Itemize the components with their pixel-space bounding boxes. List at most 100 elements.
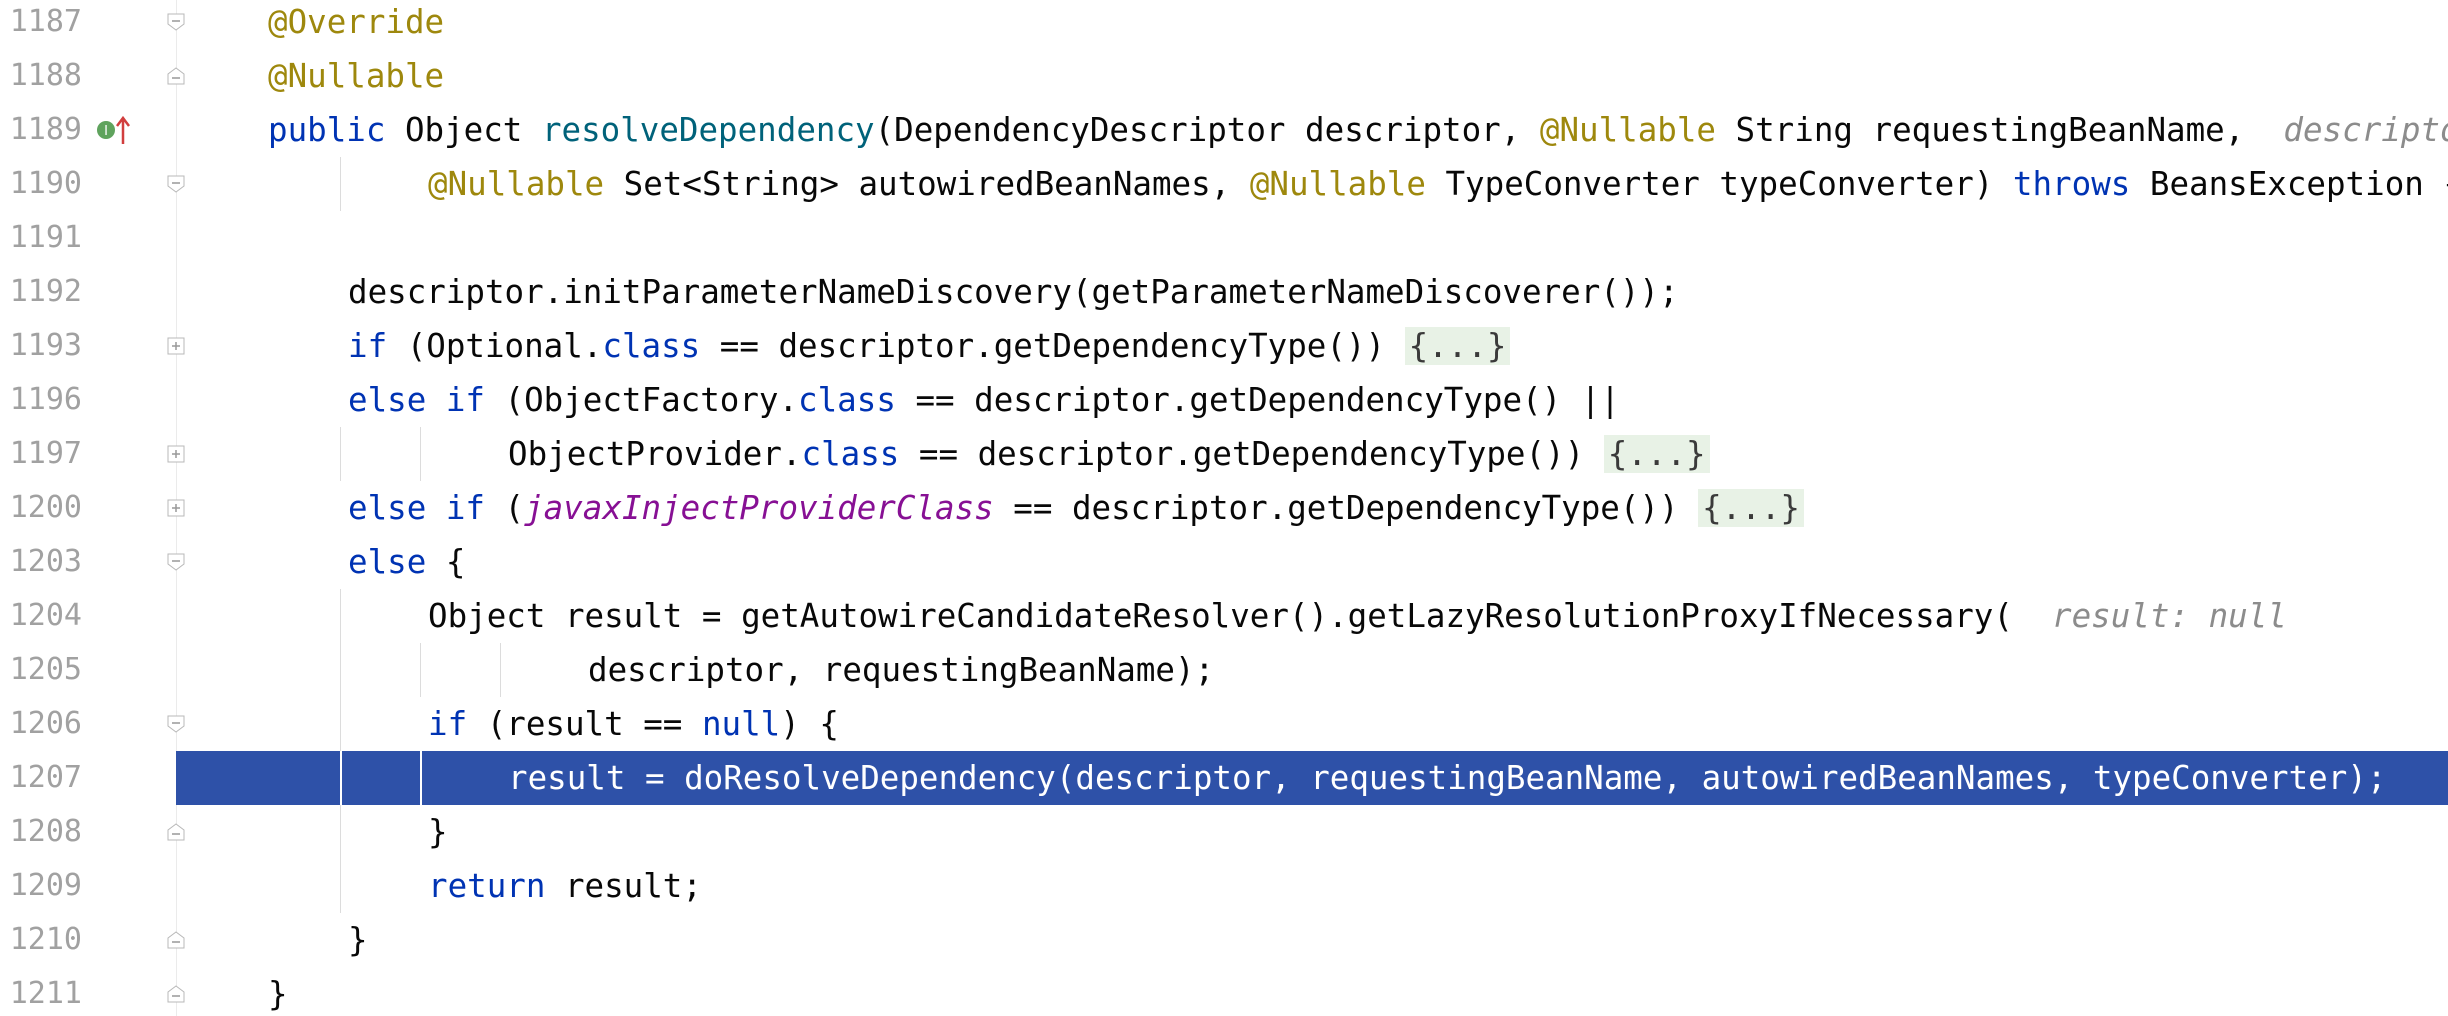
code-token: public <box>268 111 386 149</box>
code-line[interactable]: 1203 else { <box>0 535 2448 589</box>
fold-collapse-icon[interactable] <box>166 930 186 950</box>
folded-code-placeholder[interactable]: {...} <box>1603 435 1710 473</box>
code-line[interactable]: 1211} <box>0 967 2448 1016</box>
code-token: class <box>798 381 896 419</box>
code-line[interactable]: 1204 Object result = getAutowireCandidate… <box>0 589 2448 643</box>
fold-collapse-icon[interactable] <box>166 714 186 734</box>
code-token: == descriptor.getDependencyType() || <box>895 381 1620 419</box>
code-line[interactable]: 1208} <box>0 805 2448 859</box>
code-text[interactable]: @Nullable Set<String> autowiredBeanNames… <box>428 157 2448 211</box>
line-number[interactable]: 1190 <box>9 166 82 201</box>
code-text[interactable]: @Override <box>268 0 444 49</box>
line-number[interactable]: 1207 <box>0 751 82 805</box>
code-text[interactable]: else if (ObjectFactory.class == descript… <box>348 373 1620 427</box>
code-text[interactable]: if (result == null) { <box>428 697 839 751</box>
line-number[interactable]: 1203 <box>9 544 82 579</box>
fold-collapse-icon[interactable] <box>166 66 186 86</box>
folded-code-placeholder[interactable]: {...} <box>1404 327 1511 365</box>
code-token: } <box>348 921 368 959</box>
line-number[interactable]: 1208 <box>9 814 82 849</box>
code-text[interactable]: else if (javaxInjectProviderClass == des… <box>348 481 1804 535</box>
inline-value-hint: result: null <box>2052 597 2287 635</box>
line-number[interactable]: 1205 <box>9 652 82 687</box>
code-token: Set<String> autowiredBeanNames, <box>604 165 1250 203</box>
code-line[interactable]: 1196 else if (ObjectFactory.class == desc… <box>0 373 2448 427</box>
svg-text:I: I <box>104 124 108 139</box>
fold-collapse-icon[interactable] <box>166 822 186 842</box>
line-number[interactable]: 1192 <box>9 274 82 309</box>
line-number[interactable]: 1206 <box>9 706 82 741</box>
code-token: ObjectProvider. <box>508 435 802 473</box>
code-token: if <box>428 705 468 743</box>
code-text[interactable]: ObjectProvider.class == descriptor.getDe… <box>508 427 1710 481</box>
line-number[interactable]: 1200 <box>9 490 82 525</box>
code-text[interactable]: Object result = getAutowireCandidateReso… <box>428 589 2287 643</box>
code-token: ( <box>484 489 525 527</box>
indent-guide <box>340 643 341 697</box>
indent-guide <box>420 427 421 481</box>
code-line[interactable]: 1206 if (result == null) { <box>0 697 2448 751</box>
fold-collapse-icon[interactable] <box>166 984 186 1004</box>
code-text[interactable]: } <box>348 913 368 967</box>
inline-value-hint: descriptor: <box>2283 111 2448 149</box>
code-line[interactable]: 1209 return result; <box>0 859 2448 913</box>
line-number[interactable]: 1187 <box>9 4 82 39</box>
line-number[interactable]: 1193 <box>9 328 82 363</box>
code-line[interactable]: 1188 @Nullable <box>0 49 2448 103</box>
line-number[interactable]: 1210 <box>9 922 82 957</box>
fold-collapse-icon[interactable] <box>166 552 186 572</box>
code-line[interactable]: 1193 if (Optional.class == descriptor.get… <box>0 319 2448 373</box>
line-number[interactable]: 1197 <box>9 436 82 471</box>
code-text[interactable]: result = doResolveDependency(descriptor,… <box>508 751 2386 805</box>
indent-guide <box>340 859 341 913</box>
code-token: result; <box>545 867 702 905</box>
code-token: @Nullable <box>268 57 445 95</box>
implementation-icon[interactable]: I <box>96 114 132 146</box>
code-token: TypeConverter typeConverter) <box>1425 165 2013 203</box>
code-line[interactable]: 1197 ObjectProvider.class == descriptor.g… <box>0 427 2448 481</box>
code-text[interactable]: @Nullable <box>268 49 444 103</box>
indent-guide <box>340 697 341 751</box>
code-text[interactable]: else { <box>348 535 465 589</box>
code-token: BeansException { <box>2130 165 2448 203</box>
line-number[interactable]: 1211 <box>9 976 82 1011</box>
fold-expand-icon[interactable] <box>166 498 186 518</box>
code-text[interactable]: descriptor, requestingBeanName); <box>588 643 1214 697</box>
code-line[interactable]: 1190 @Nullable Set<String> autowiredBeanN… <box>0 157 2448 211</box>
current-execution-line[interactable]: 1207 result = doResolveDependency(descrip… <box>0 751 2448 805</box>
code-token: @Nullable <box>1539 111 1716 149</box>
folded-code-placeholder[interactable]: {...} <box>1698 489 1804 527</box>
code-line[interactable]: 1191 <box>0 211 2448 265</box>
code-token: class <box>801 435 900 473</box>
fold-expand-icon[interactable] <box>166 336 186 356</box>
code-line[interactable]: 1187 @Override <box>0 0 2448 49</box>
fold-collapse-icon[interactable] <box>166 174 186 194</box>
code-text[interactable]: } <box>428 805 448 859</box>
line-number[interactable]: 1188 <box>9 58 82 93</box>
code-token: return <box>428 867 546 905</box>
code-line[interactable]: 1210} <box>0 913 2448 967</box>
fold-expand-icon[interactable] <box>166 444 186 464</box>
code-line[interactable]: 1200 else if (javaxInjectProviderClass ==… <box>0 481 2448 535</box>
code-text[interactable]: return result; <box>428 859 702 913</box>
indent-guide <box>340 589 341 643</box>
code-token: resolveDependency <box>541 111 875 149</box>
line-number[interactable]: 1196 <box>9 382 82 417</box>
code-text[interactable]: if (Optional.class == descriptor.getDepe… <box>348 319 1511 373</box>
code-text[interactable]: } <box>268 967 288 1016</box>
fold-collapse-icon[interactable] <box>166 12 186 32</box>
line-number[interactable]: 1191 <box>9 220 82 255</box>
code-token: @Override <box>268 3 445 41</box>
code-token: else if <box>348 489 485 527</box>
code-line[interactable]: 1192 descriptor.initParameterNameDiscover… <box>0 265 2448 319</box>
code-line[interactable]: 1205 descriptor, requestingBeanName); <box>0 643 2448 697</box>
code-text[interactable]: public Object resolveDependency(Dependen… <box>268 103 2448 157</box>
line-number[interactable]: 1204 <box>9 598 82 633</box>
code-token: @Nullable <box>428 165 605 203</box>
line-number[interactable]: 1189 <box>9 112 82 147</box>
code-text[interactable]: descriptor.initParameterNameDiscovery(ge… <box>348 265 1679 319</box>
indent-guide <box>420 643 421 697</box>
line-number[interactable]: 1209 <box>9 868 82 903</box>
